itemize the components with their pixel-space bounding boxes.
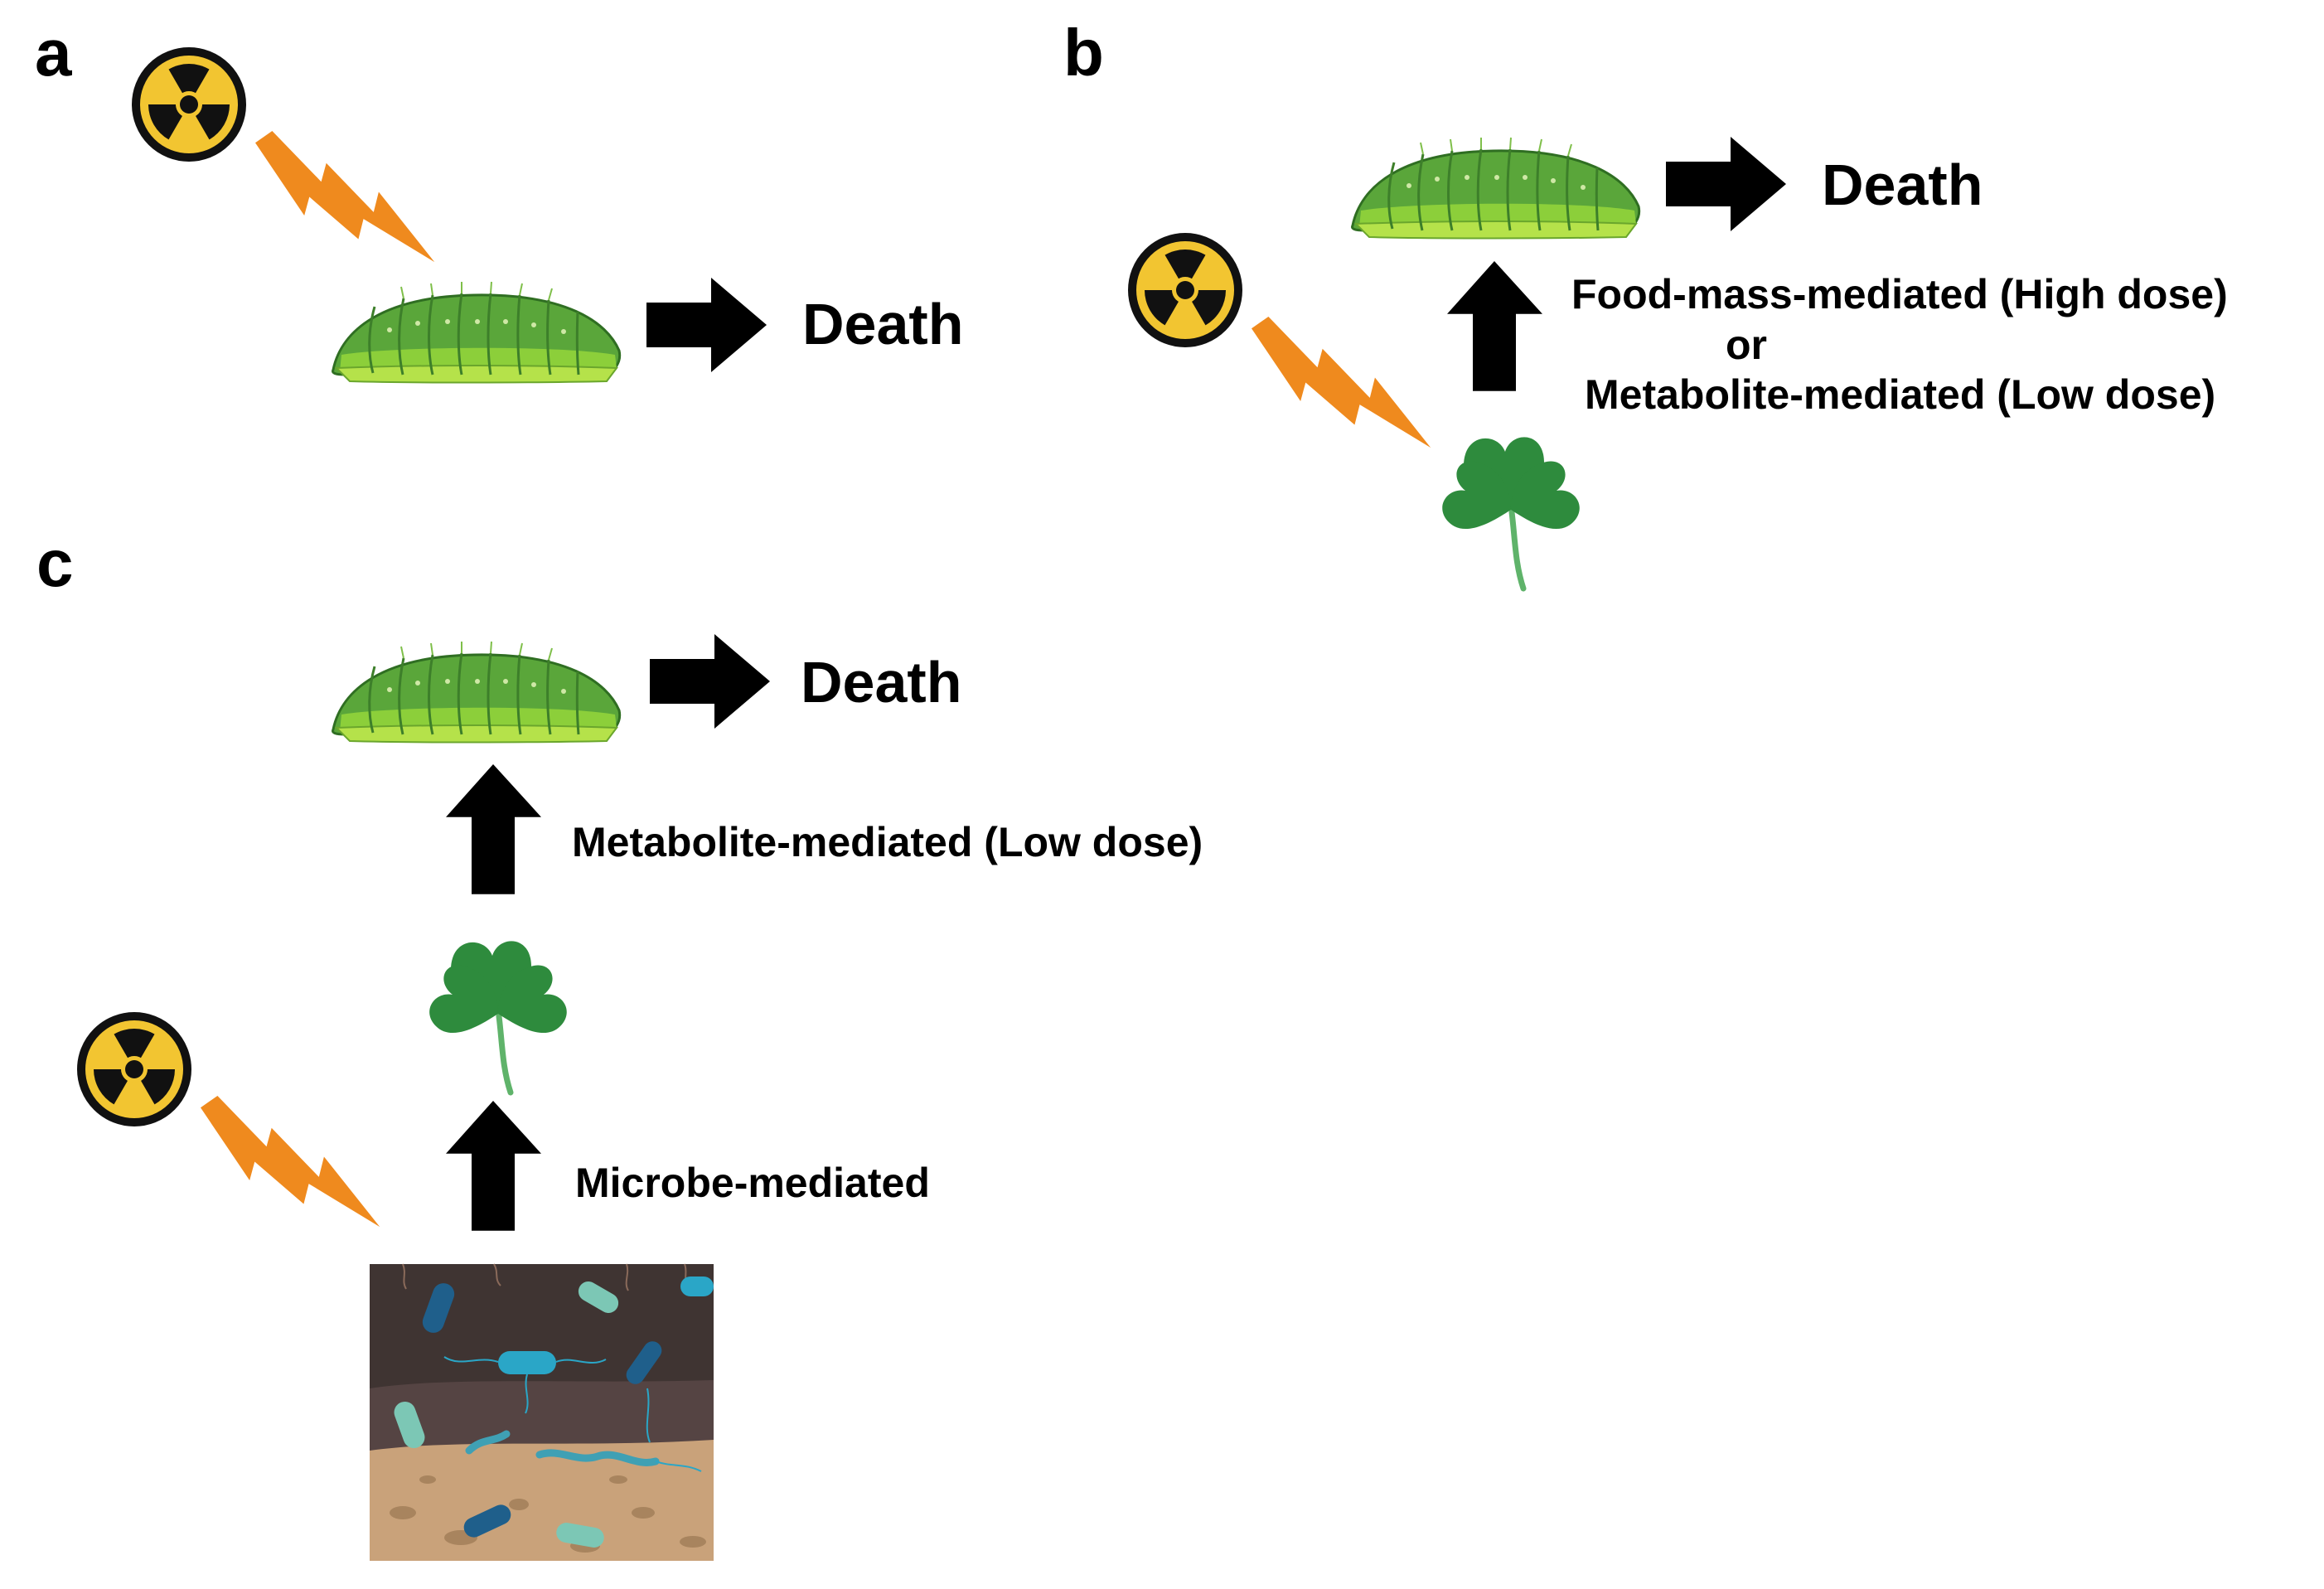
pathway-label-metabolite: Metabolite-mediated (Low dose) <box>572 819 1203 865</box>
radiation-icon <box>134 1069 135 1070</box>
panel-label-a: a <box>35 16 72 90</box>
clover-icon <box>419 918 420 919</box>
clover-icon <box>1432 414 1433 415</box>
radiation-icon <box>189 104 190 105</box>
arrow-up-icon <box>446 764 541 894</box>
arrow-right-icon <box>1666 137 1786 231</box>
panel-label-c: c <box>36 526 74 600</box>
radiation-icon <box>1185 290 1186 291</box>
pathway-label-low-dose: Metabolite-mediated (Low dose) <box>1585 371 2216 418</box>
caterpillar-icon <box>332 280 622 384</box>
outcome-death: Death <box>802 292 964 356</box>
pathway-label-microbe: Microbe-mediated <box>575 1160 930 1206</box>
arrow-right-icon <box>646 278 767 372</box>
pathway-label-or: or <box>1726 322 1767 368</box>
lightning-bolt-icon <box>255 131 435 263</box>
arrow-up-icon <box>446 1101 541 1231</box>
outcome-death: Death <box>1822 153 1983 217</box>
arrow-up-icon <box>1447 261 1542 391</box>
pathway-label-high-dose: Food-mass-mediated (High dose) <box>1571 271 2228 317</box>
arrow-right-icon <box>650 634 770 729</box>
outcome-death: Death <box>801 650 962 715</box>
panel-label-b: b <box>1063 16 1104 90</box>
